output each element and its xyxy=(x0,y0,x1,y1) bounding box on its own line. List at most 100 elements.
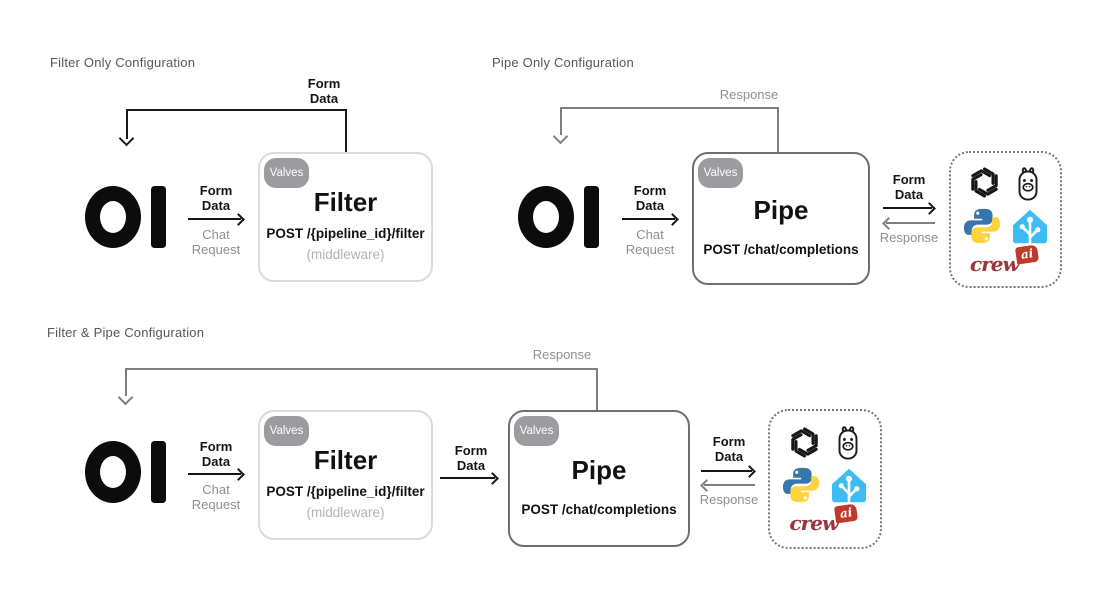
io-in-arrow xyxy=(882,216,935,230)
request-arrow xyxy=(188,467,245,481)
ollama-icon xyxy=(838,426,857,460)
logo-i-bar xyxy=(584,186,599,248)
loop-line-left xyxy=(125,368,127,396)
request-arrow-bottom-label: Chat Request xyxy=(191,227,241,257)
section-title-filter-and-pipe: Filter & Pipe Configuration xyxy=(47,325,205,340)
loop-arrow-head-down-icon xyxy=(118,130,135,147)
pipe-box-title: Pipe xyxy=(753,194,809,225)
arrow-line xyxy=(188,473,241,475)
python-icon xyxy=(963,208,1000,243)
filter-box-note: (middleware) xyxy=(306,504,385,520)
filter-box-title: Filter xyxy=(313,186,378,217)
arrow-head-icon xyxy=(486,471,499,485)
arrow-line xyxy=(622,218,675,220)
open-webui-logo xyxy=(518,186,599,248)
logo-i-bar xyxy=(151,441,166,503)
arrow-head-icon xyxy=(700,478,713,492)
logo-o-ring xyxy=(85,186,141,248)
logo-i-bar xyxy=(151,186,166,248)
providers-row xyxy=(962,206,1050,246)
filter-box: Valves Filter POST /{pipeline_id}/filter… xyxy=(258,152,433,282)
open-webui-logo xyxy=(85,441,166,503)
io-in-label: Response xyxy=(699,492,759,507)
filter-box-endpoint: POST /{pipeline_id}/filter xyxy=(266,225,425,241)
crewai-script-text: crew xyxy=(970,251,1020,276)
open-webui-logo xyxy=(85,186,166,248)
arrow-line xyxy=(701,470,752,472)
arrow-head-icon xyxy=(232,212,245,226)
request-arrow-top-label: Form Data xyxy=(199,439,233,469)
home-assistant-icon xyxy=(832,468,866,504)
crewai-script-text: crew xyxy=(789,511,840,535)
providers-row xyxy=(966,164,1045,202)
home-assistant-icon xyxy=(1012,209,1047,244)
arrow-head-icon xyxy=(923,201,936,215)
pipe-box: Valves Pipe POST /chat/completions xyxy=(508,410,690,547)
valves-badge: Valves xyxy=(698,158,743,188)
arrow-head-icon xyxy=(882,216,895,230)
loop-arrow-head-down-icon xyxy=(117,389,134,406)
pipe-box-endpoint: POST /chat/completions xyxy=(521,501,677,517)
loop-line-right xyxy=(345,109,347,152)
arrow-line xyxy=(886,222,935,224)
arrow-line xyxy=(440,477,495,479)
request-arrow-bottom-label: Chat Request xyxy=(625,227,675,257)
mid-arrow xyxy=(440,471,499,485)
loop-line-right xyxy=(777,107,779,152)
mid-arrow-label: Form Data xyxy=(454,443,488,473)
loop-label: Response xyxy=(532,347,592,362)
arrow-line xyxy=(883,207,932,209)
loop-label: Form Data xyxy=(307,76,341,106)
providers-box: crew ai xyxy=(949,151,1062,288)
request-arrow-top-label: Form Data xyxy=(199,183,233,213)
openai-icon xyxy=(971,167,998,198)
crewai-flag-badge: ai xyxy=(834,503,859,524)
logo-o-ring xyxy=(85,441,141,503)
loop-line-horizontal xyxy=(560,107,779,109)
valves-badge: Valves xyxy=(514,416,559,446)
providers-row xyxy=(781,465,869,505)
loop-line-right xyxy=(596,368,598,410)
pipe-box: Valves Pipe POST /chat/completions xyxy=(692,152,870,285)
io-out-label: Form Data xyxy=(712,434,746,464)
filter-box-title: Filter xyxy=(313,444,378,475)
io-out-arrow xyxy=(701,464,756,478)
request-arrow-top-label: Form Data xyxy=(633,183,667,213)
crewai-icon: crew ai xyxy=(789,503,861,535)
filter-box-note: (middleware) xyxy=(306,246,385,262)
request-arrow xyxy=(188,212,245,226)
logo-o-ring xyxy=(518,186,574,248)
filter-box-endpoint: POST /{pipeline_id}/filter xyxy=(266,483,425,499)
arrow-line xyxy=(188,218,241,220)
crewai-icon: crew ai xyxy=(970,244,1041,276)
openai-icon xyxy=(790,426,818,458)
pipe-box-endpoint: POST /chat/completions xyxy=(703,241,859,257)
loop-line-left xyxy=(126,109,128,139)
valves-badge: Valves xyxy=(264,416,309,446)
section-title-pipe-only: Pipe Only Configuration xyxy=(492,55,634,70)
filter-box: Valves Filter POST /{pipeline_id}/filter… xyxy=(258,410,433,540)
request-arrow-bottom-label: Chat Request xyxy=(191,482,241,512)
valves-badge: Valves xyxy=(264,158,309,188)
loop-line-horizontal xyxy=(126,109,347,111)
arrow-line xyxy=(704,484,755,486)
loop-arrow-head-down-icon xyxy=(552,128,569,145)
section-title-filter-only: Filter Only Configuration xyxy=(50,55,196,70)
io-in-arrow xyxy=(700,478,755,492)
ollama-icon xyxy=(1018,166,1038,201)
loop-label: Response xyxy=(719,87,779,102)
providers-box: crew ai xyxy=(768,409,882,549)
loop-line-left xyxy=(560,107,562,135)
arrow-head-icon xyxy=(232,467,245,481)
request-arrow xyxy=(622,212,679,226)
loop-line-horizontal xyxy=(125,368,598,370)
crewai-flag-badge: ai xyxy=(1014,244,1040,264)
arrow-head-icon xyxy=(743,464,756,478)
providers-row xyxy=(786,423,865,461)
pipe-box-title: Pipe xyxy=(571,454,627,485)
io-out-arrow xyxy=(883,201,936,215)
io-in-label: Response xyxy=(879,230,939,245)
arrow-head-icon xyxy=(666,212,679,226)
python-icon xyxy=(782,467,820,503)
